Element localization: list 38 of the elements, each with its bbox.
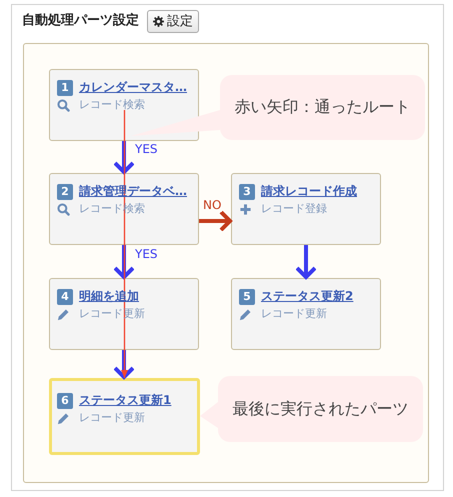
- route-line: [124, 173, 126, 278]
- panel-title: 自動処理パーツ設定: [22, 13, 139, 29]
- callout-tail: [131, 110, 220, 136]
- part-link: 請求レコード作成: [261, 183, 357, 199]
- action-label: レコード検索: [79, 98, 145, 112]
- part-card: [231, 278, 381, 350]
- number-badge: 6: [57, 393, 73, 409]
- action-label: レコード更新: [79, 411, 145, 425]
- number-badge: 1: [57, 80, 73, 96]
- edge-label: NO: [202, 198, 222, 212]
- speech-bubble: 最後に実行されたパーツ: [218, 376, 423, 442]
- edge-label: YES: [134, 142, 159, 156]
- number-badge: 4: [57, 289, 73, 305]
- settings-panel: [11, 4, 444, 491]
- part-card: [49, 278, 199, 350]
- arrow: [113, 350, 135, 379]
- speech-bubble: 赤い矢印：通ったルート: [220, 75, 425, 140]
- part-card: [49, 378, 200, 455]
- callout-tail: [200, 402, 218, 428]
- arrow: [113, 141, 135, 174]
- number-badge: 2: [57, 184, 73, 200]
- settings-button: 設定: [147, 10, 199, 33]
- part-card: [49, 69, 199, 141]
- action-label: レコード更新: [261, 307, 327, 321]
- part-link: カレンダーマスタ…: [79, 79, 187, 95]
- part-card: [49, 173, 199, 245]
- route-line: [124, 110, 126, 173]
- arrow: [113, 245, 135, 279]
- action-label: レコード登録: [261, 202, 327, 216]
- number-badge: 3: [239, 184, 255, 200]
- arrow: [295, 245, 317, 279]
- edge-label: YES: [134, 247, 159, 261]
- arrow: [199, 210, 232, 232]
- part-link: ステータス更新2: [261, 288, 354, 304]
- part-card: [231, 173, 381, 245]
- number-badge: 5: [239, 289, 255, 305]
- part-link: ステータス更新1: [79, 392, 172, 408]
- flow-area: [23, 43, 429, 483]
